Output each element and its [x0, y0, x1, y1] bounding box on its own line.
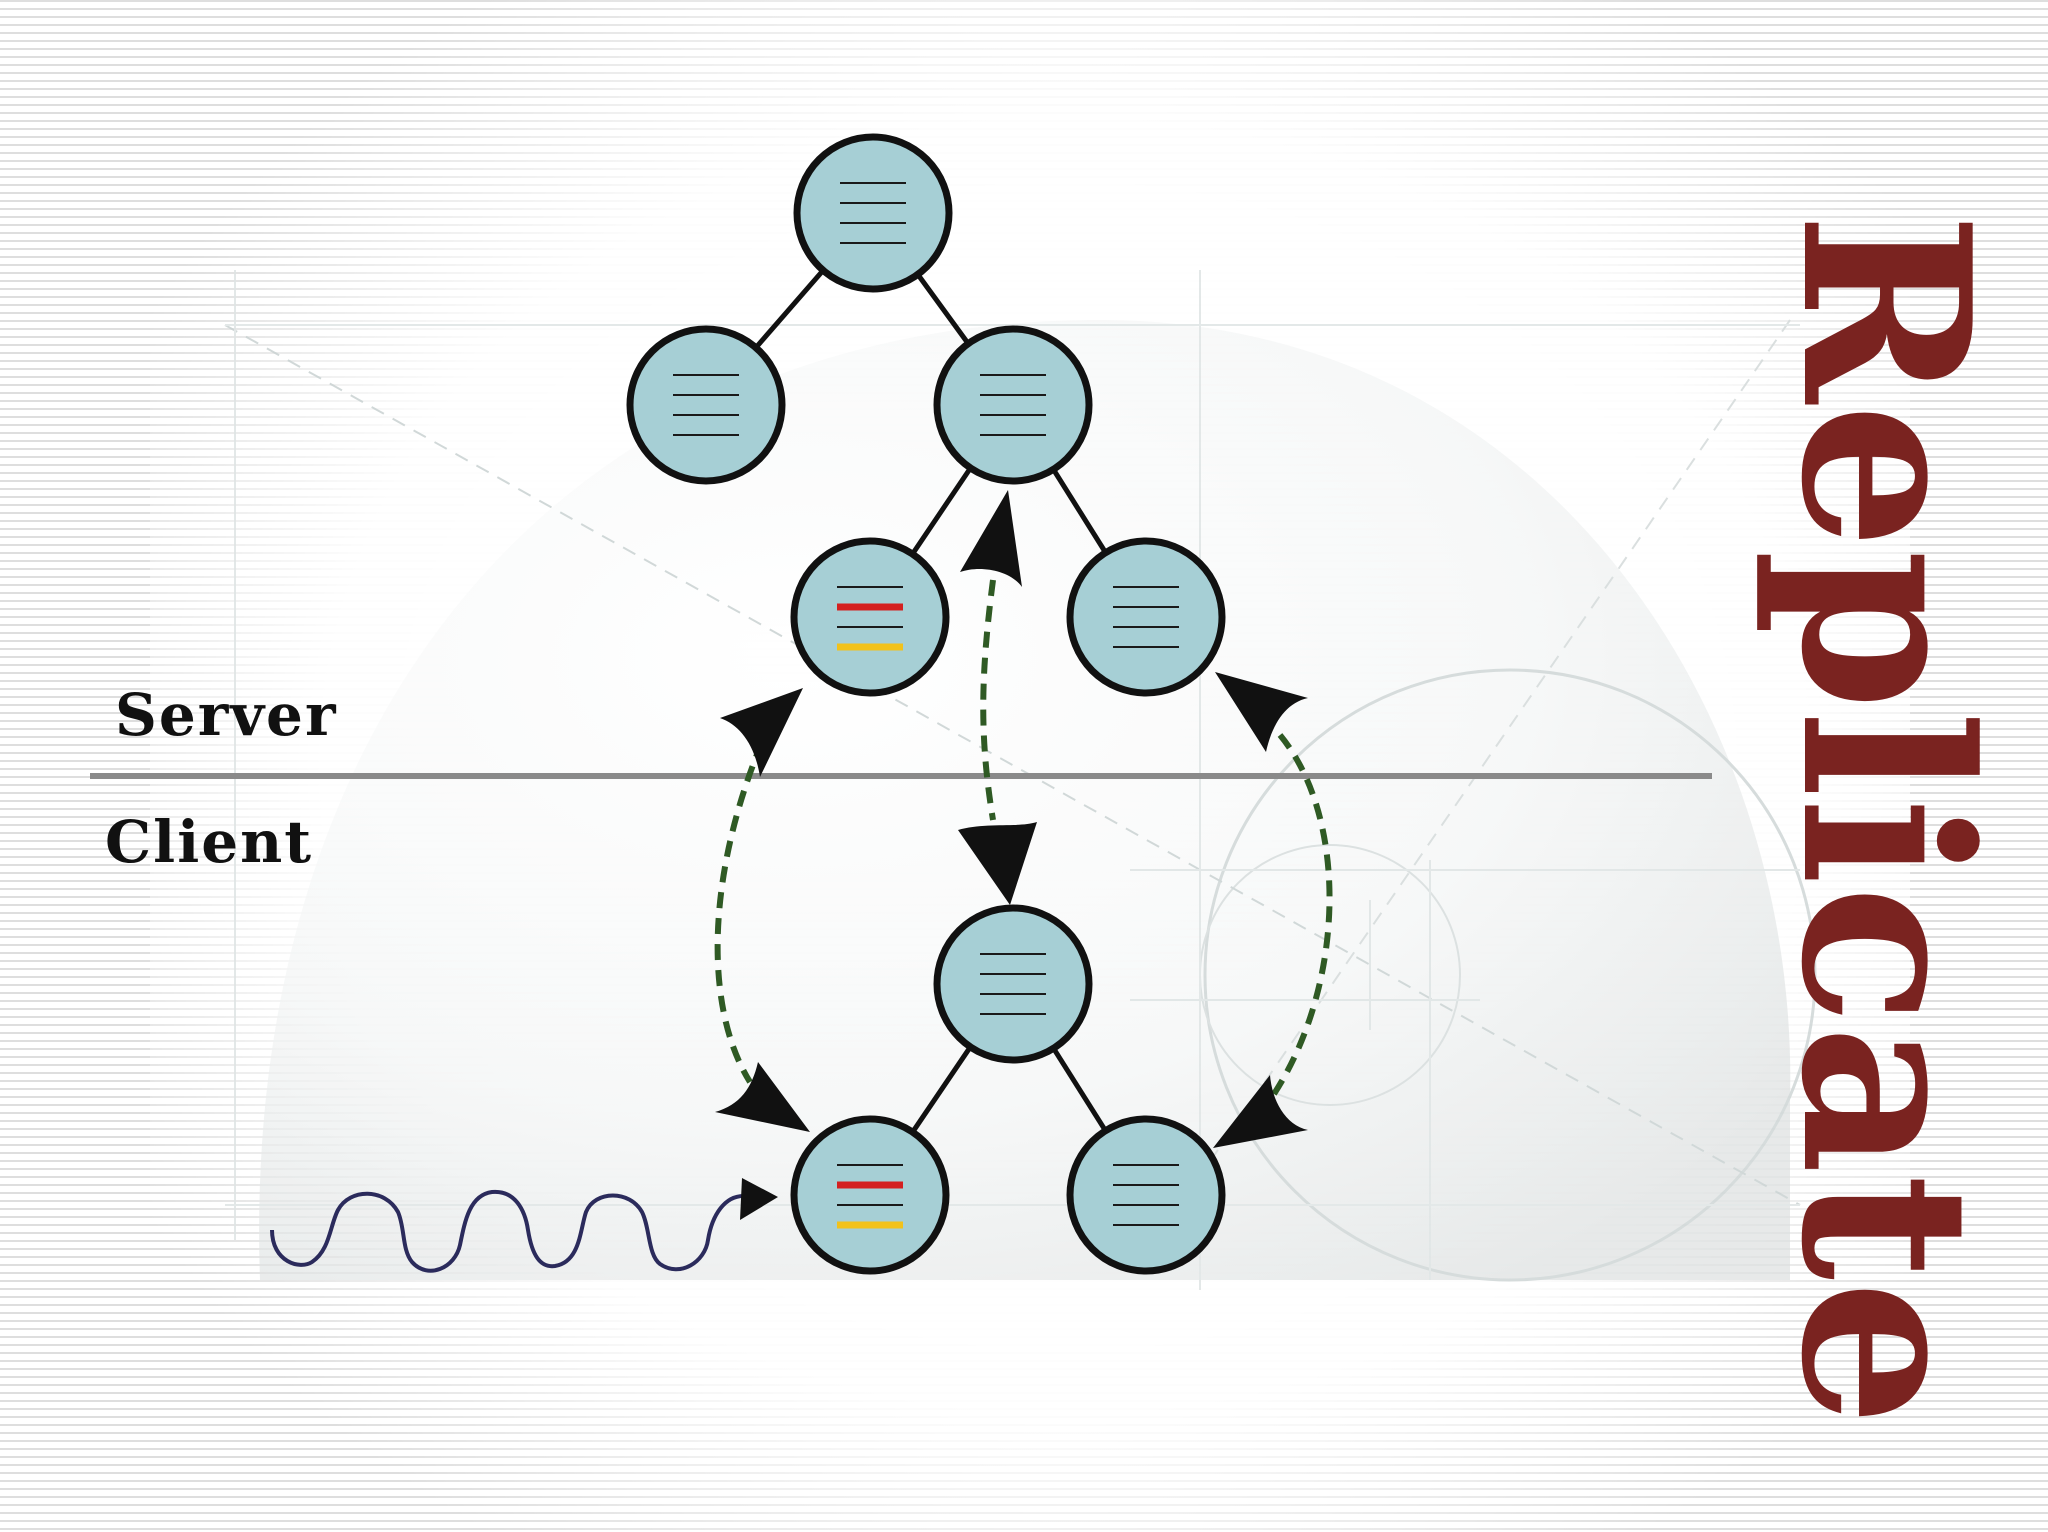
tree-node-s-root	[793, 133, 953, 293]
node-circle	[626, 325, 786, 485]
sync-arrowhead-middle-bottom	[958, 822, 1037, 905]
node-circle	[933, 904, 1093, 1064]
replicate-title: Replicate	[1750, 212, 2020, 1427]
tree-edge-s-root-s-left	[753, 268, 826, 350]
sync-arrow-middle	[980, 579, 996, 821]
tree-node-s-right-right	[1066, 537, 1226, 697]
sync-arrows	[714, 490, 1333, 1148]
wavy-arrow-icon	[270, 1178, 778, 1273]
sync-arrowhead-left-top	[720, 688, 803, 777]
sync-arrow-right	[1267, 733, 1333, 1102]
node-circle	[1066, 1115, 1226, 1275]
node-circle	[790, 1115, 950, 1275]
node-circle	[793, 133, 953, 293]
sync-arrow-left	[714, 740, 765, 1084]
input-signal-arrowhead	[740, 1178, 778, 1220]
tree-edge-s-root-s-right	[915, 272, 971, 346]
node-circle	[1066, 537, 1226, 697]
tree-edge-s-right-s-right-left	[910, 466, 973, 556]
tree-node-s-right-left	[790, 537, 950, 697]
tree-node-c-root	[933, 904, 1093, 1064]
tree-edge-s-right-s-right-right	[1051, 468, 1108, 554]
tree-nodes	[626, 133, 1226, 1275]
tree-edge-c-root-c-left	[910, 1045, 973, 1134]
tree-node-c-right	[1066, 1115, 1226, 1275]
node-circle	[933, 325, 1093, 485]
tree-node-s-left	[626, 325, 786, 485]
sync-arrowhead-right-top	[1215, 672, 1308, 752]
sync-arrowhead-middle-top	[960, 490, 1022, 587]
input-signal-wave	[270, 1189, 746, 1273]
tree-node-s-right	[933, 325, 1093, 485]
node-circle	[790, 537, 950, 697]
tree-node-c-left	[790, 1115, 950, 1275]
tree-edges	[753, 268, 1108, 1134]
background-sketch	[224, 270, 1817, 1290]
sync-arrowhead-left-bottom	[715, 1062, 810, 1132]
server-label: Server	[115, 681, 338, 749]
tree-edge-c-root-c-right	[1051, 1046, 1108, 1133]
sync-arrowhead-right-bottom	[1213, 1075, 1308, 1148]
client-label: Client	[105, 808, 313, 876]
